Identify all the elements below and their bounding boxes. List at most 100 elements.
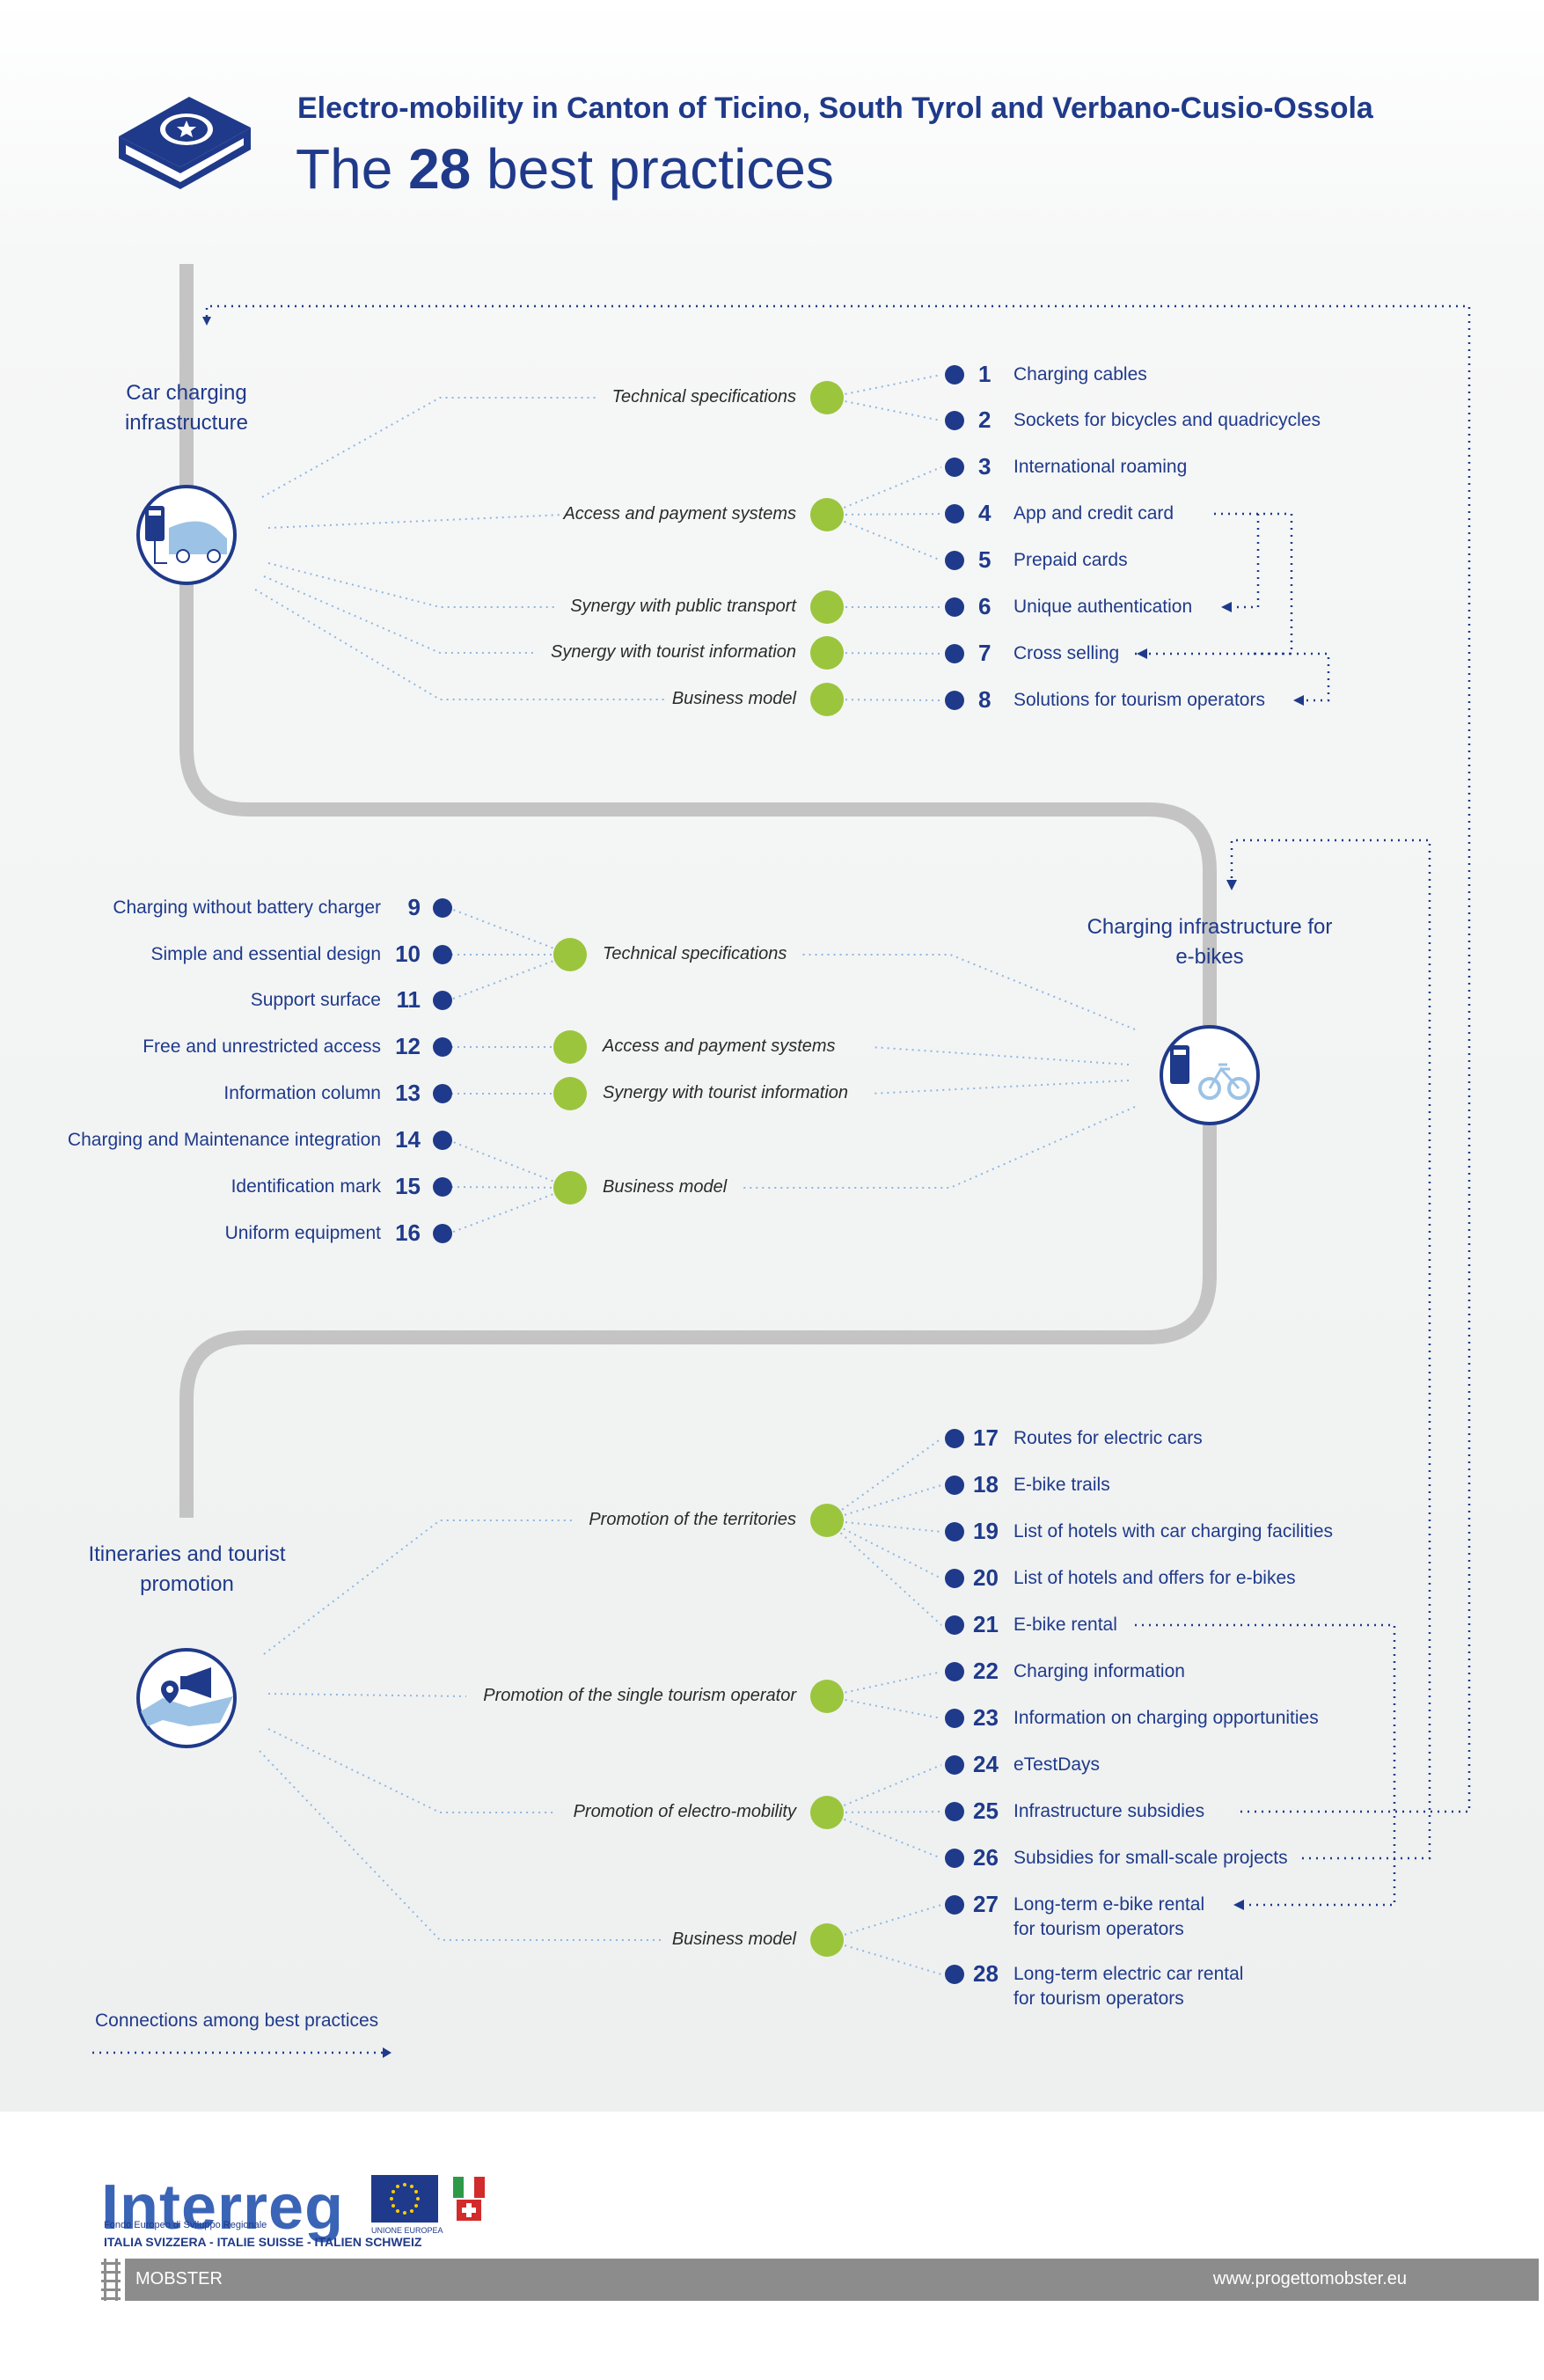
practice-label: Routes for electric cars xyxy=(1013,1428,1203,1448)
page-subtitle: Electro-mobility in Canton of Ticino, So… xyxy=(297,92,1373,125)
website-link[interactable]: www.progettomobster.eu xyxy=(1212,2269,1407,2288)
practice-number: 17 xyxy=(973,1424,999,1451)
section-ebike-charging: Charging infrastructure for e-bikes xyxy=(1087,915,1333,969)
practice-label: Support surface xyxy=(250,990,381,1010)
category-label: Synergy with tourist information xyxy=(603,1083,849,1102)
practice-number: 3 xyxy=(978,453,992,480)
ebike-charging-icon xyxy=(1160,1025,1260,1125)
practice-label: Information column xyxy=(223,1083,381,1103)
practice-number: 27 xyxy=(973,1891,999,1917)
practice-label-line2: for tourism operators xyxy=(1013,1988,1184,2009)
practice-label: Sockets for bicycles and quadricycles xyxy=(1013,410,1321,430)
practice-label: International roaming xyxy=(1013,457,1188,477)
eu-flag-icon xyxy=(371,2175,438,2223)
practice-number: 28 xyxy=(973,1960,999,1987)
practice-number: 7 xyxy=(978,640,992,666)
page-title: The 28 best practices xyxy=(296,136,834,201)
practice-label: App and credit card xyxy=(1013,503,1174,524)
arrow-head xyxy=(1226,880,1237,890)
category-label: Access and payment systems xyxy=(563,504,796,524)
title-pre: The xyxy=(296,137,393,201)
practice-label: Uniform equipment xyxy=(224,1223,381,1243)
practice-label: Prepaid cards xyxy=(1013,550,1128,570)
map-megaphone-icon xyxy=(136,1648,237,1748)
practice-number: 21 xyxy=(973,1611,999,1637)
practice-label: Charging and Maintenance integration xyxy=(67,1130,381,1150)
practice-number: 11 xyxy=(396,986,421,1013)
practice-label: Charging information xyxy=(1013,1661,1185,1681)
category-label: Promotion of the territories xyxy=(589,1510,796,1529)
category-label: Technical specifications xyxy=(603,944,787,963)
interreg-logo: Interreg xyxy=(101,2172,345,2243)
category-label: Promotion of the single tourism operator xyxy=(483,1686,796,1705)
practice-number: 24 xyxy=(973,1751,999,1777)
section-itineraries: Itineraries and tourist promotion xyxy=(88,1542,286,1596)
footer-bar: MOBSTER www.progettomobster.eu xyxy=(125,2259,1539,2301)
practice-number: 22 xyxy=(973,1658,999,1684)
best-practices-diagram xyxy=(92,264,1471,2058)
practice-number: 25 xyxy=(973,1798,999,1824)
category-label: Business model xyxy=(671,1930,796,1949)
practice-number: 6 xyxy=(978,593,992,619)
practice-number: 26 xyxy=(973,1844,999,1871)
practice-label: Long-term e-bike rental xyxy=(1013,1894,1205,1915)
practice-number: 9 xyxy=(407,894,421,920)
arrow-head xyxy=(202,317,211,326)
practice-number: 23 xyxy=(973,1704,999,1731)
title-post: best practices xyxy=(487,137,834,201)
practice-label: Free and unrestricted access xyxy=(143,1036,381,1057)
practice-label: Subsidies for small-scale projects xyxy=(1013,1848,1288,1868)
eu-label: UNIONE EUROPEA xyxy=(371,2226,443,2235)
flow-path xyxy=(179,264,1217,1518)
practice-label: Information on charging opportunities xyxy=(1013,1708,1319,1728)
arrow-head xyxy=(383,2047,391,2058)
practice-number: 15 xyxy=(395,1173,421,1199)
practice-number: 4 xyxy=(978,500,992,526)
category-label: Synergy with tourist information xyxy=(550,642,796,662)
category-label: Business model xyxy=(603,1177,728,1197)
practice-number: 14 xyxy=(395,1126,421,1153)
practice-label: E-bike rental xyxy=(1013,1615,1117,1635)
category-label: Business model xyxy=(671,689,796,708)
railway-track-icon xyxy=(101,2259,121,2301)
arrow-head xyxy=(1221,602,1232,612)
section-car-charging: Car charging infrastructure xyxy=(124,381,249,435)
practice-number: 12 xyxy=(395,1033,421,1059)
practice-number: 10 xyxy=(395,941,421,967)
practice-label: Cross selling xyxy=(1013,643,1120,663)
title-number: 28 xyxy=(408,137,472,201)
practice-number: 13 xyxy=(395,1080,421,1106)
practice-label: Long-term electric car rental xyxy=(1013,1964,1244,1984)
fund-label: Fondo Europeo di Sviluppo Regionale xyxy=(104,2220,267,2230)
practice-number: 19 xyxy=(973,1518,999,1544)
practice-label: eTestDays xyxy=(1013,1754,1101,1775)
arrow-head xyxy=(1137,648,1147,659)
practice-number: 2 xyxy=(978,406,992,433)
practice-label: List of hotels with car charging facilit… xyxy=(1013,1521,1333,1542)
category-label: Promotion of electro-mobility xyxy=(573,1802,796,1821)
arrow-head xyxy=(1233,1900,1244,1910)
practice-number: 18 xyxy=(973,1471,999,1498)
book-badge-icon xyxy=(119,97,251,189)
arrow-head xyxy=(1293,695,1304,706)
practice-number: 1 xyxy=(978,361,992,387)
practice-number: 5 xyxy=(978,546,992,573)
practice-label: Charging without battery charger xyxy=(113,897,381,918)
project-name: MOBSTER xyxy=(135,2269,223,2288)
category-label: Synergy with public transport xyxy=(570,597,796,616)
practice-label: E-bike trails xyxy=(1013,1475,1110,1495)
practice-label: List of hotels and offers for e-bikes xyxy=(1013,1568,1296,1588)
italy-switzerland-flags-icon xyxy=(453,2177,485,2221)
practice-label: Charging cables xyxy=(1013,364,1147,384)
practice-number: 20 xyxy=(973,1564,999,1591)
practice-label: Identification mark xyxy=(231,1176,381,1197)
car-charging-icon xyxy=(136,485,237,585)
practice-number: 16 xyxy=(395,1219,421,1246)
category-label: Access and payment systems xyxy=(603,1036,836,1056)
practice-label: Unique authentication xyxy=(1013,597,1193,617)
legend-label: Connections among best practices xyxy=(95,2010,379,2031)
category-label: Technical specifications xyxy=(611,387,796,406)
practice-label-line2: for tourism operators xyxy=(1013,1919,1184,1939)
programme-label: ITALIA SVIZZERA - ITALIE SUISSE - ITALIE… xyxy=(104,2235,422,2249)
footer xyxy=(0,2112,1544,2380)
